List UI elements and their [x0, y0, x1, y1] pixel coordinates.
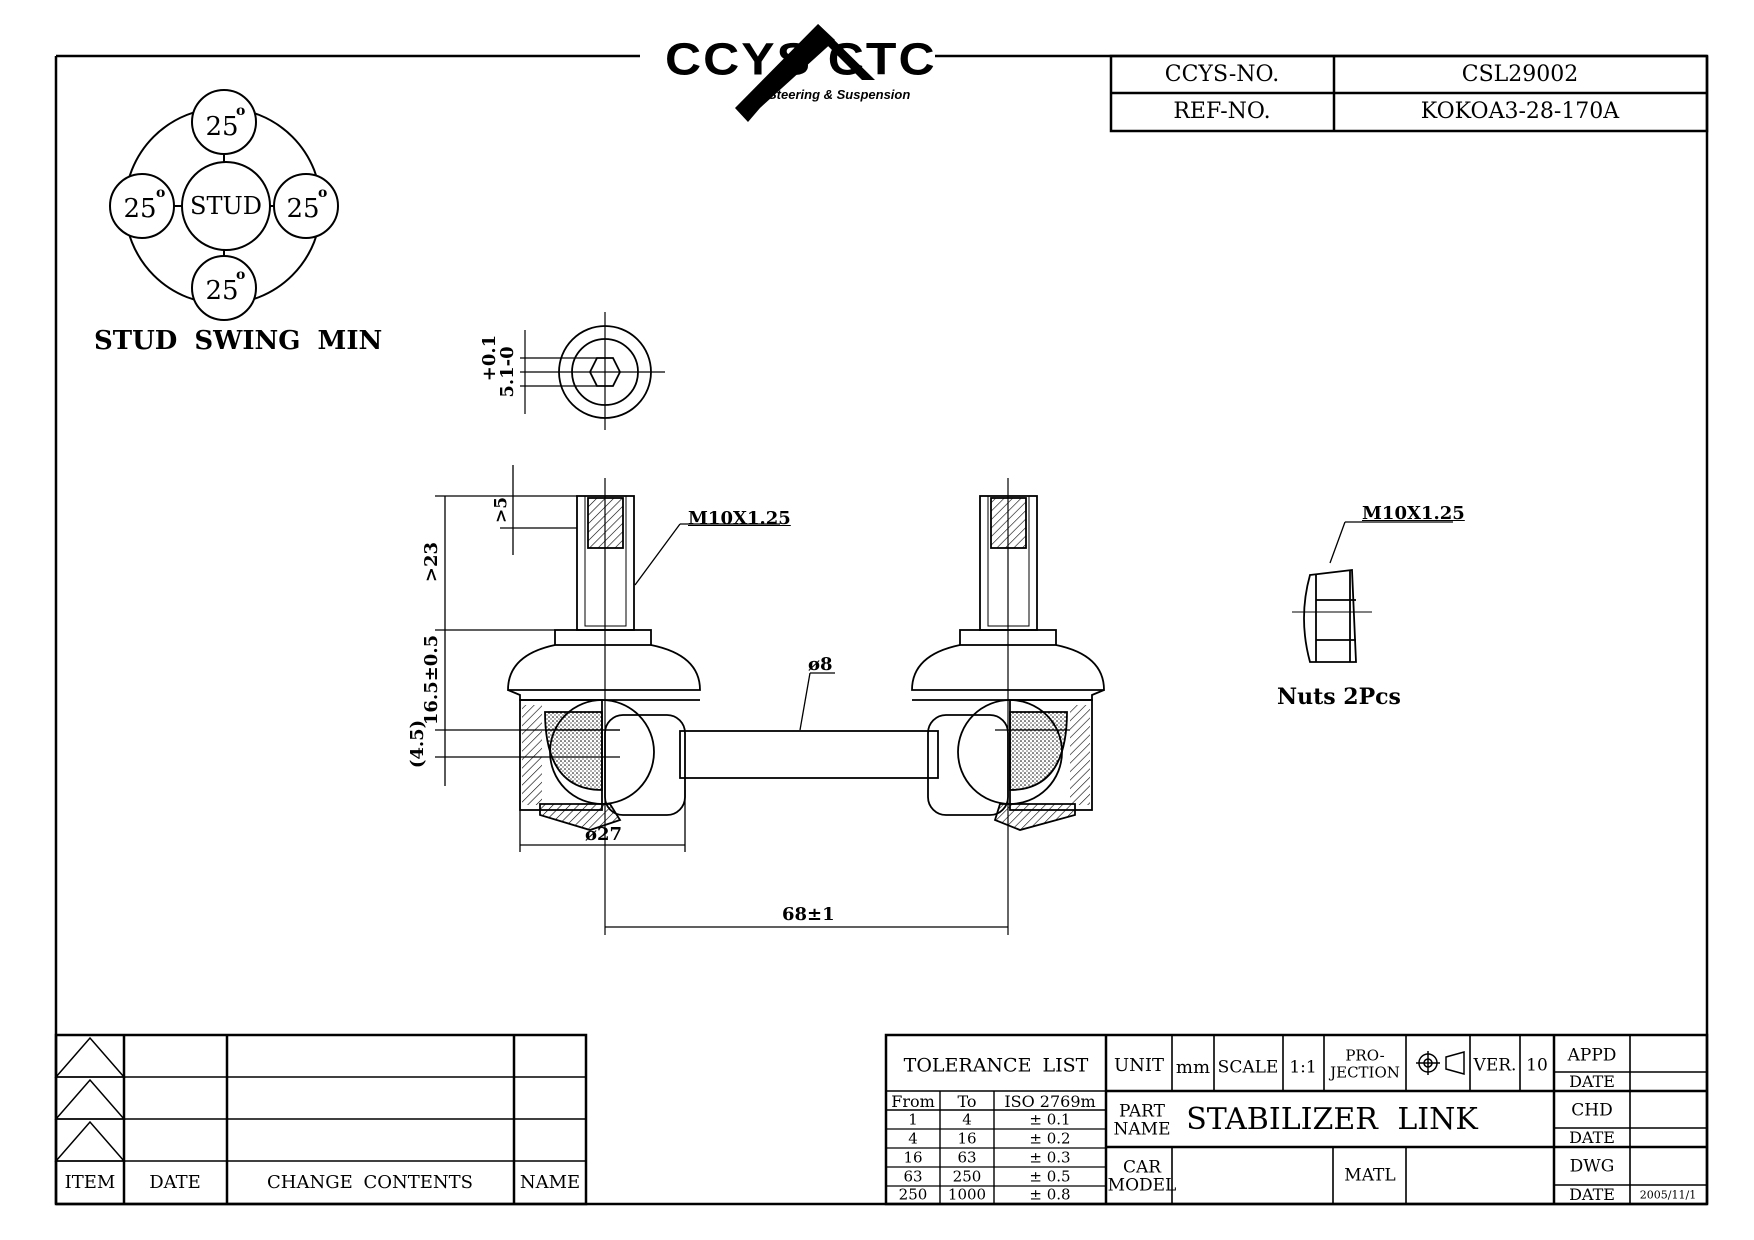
- tolerance-row-from: 63: [903, 1167, 923, 1186]
- tolerance-row-to: 250: [952, 1167, 982, 1186]
- chd-label: CHD: [1571, 1100, 1613, 1121]
- tolerance-row-iso: ± 0.5: [1029, 1167, 1071, 1186]
- ref-no-label: REF-NO.: [1173, 99, 1271, 124]
- tolerance-header-from: From: [891, 1092, 935, 1111]
- tolerance-title: TOLERANCE LIST: [903, 1054, 1089, 1077]
- dim-offset: (4.5): [407, 719, 428, 769]
- header-table: [1109, 54, 1709, 133]
- hex-size-label: 5.1-0: [497, 346, 518, 398]
- dwg-date-label: DATE: [1569, 1185, 1615, 1204]
- nuts-qty-label: Nuts 2Pcs: [1277, 684, 1401, 710]
- ver-value: 10: [1526, 1055, 1548, 1076]
- rev-header-contents: CHANGE CONTENTS: [267, 1172, 473, 1193]
- dim-gt23: >23: [421, 541, 442, 583]
- projection-symbol-icon: [1416, 1051, 1465, 1075]
- chd-date-label: DATE: [1569, 1128, 1615, 1147]
- stud-thread-label: M10X1.25: [688, 508, 791, 529]
- logo-brand: CCYS CTC: [665, 33, 937, 85]
- tolerance-row-from: 4: [908, 1129, 918, 1148]
- dim-gt5: >5: [491, 496, 512, 524]
- tolerance-row-iso: ± 0.8: [1029, 1185, 1071, 1204]
- ccys-no-value: CSL29002: [1461, 62, 1579, 87]
- appd-label: APPD: [1567, 1045, 1617, 1066]
- projection-label-2: JECTION: [1330, 1063, 1400, 1082]
- tolerance-row-to: 63: [957, 1148, 977, 1167]
- degree-mark-left: o: [156, 185, 166, 201]
- ccys-no-label: CCYS-NO.: [1164, 62, 1280, 87]
- degree-mark-top: o: [236, 103, 246, 119]
- tolerance-row-iso: ± 0.2: [1029, 1129, 1071, 1148]
- title-block-grid: [884, 1033, 1709, 1206]
- swing-angle-bottom: 25: [205, 276, 239, 306]
- stabilizer-link-drawing: [507, 478, 1105, 935]
- scale-value: 1:1: [1289, 1057, 1317, 1078]
- tolerance-row-from: 250: [898, 1185, 928, 1204]
- stud-swing-diagram: [109, 89, 339, 321]
- revision-table-grid: [54, 1033, 588, 1206]
- ball-diameter-label: ø27: [585, 824, 623, 845]
- logo-tagline: Steering & Suspension: [768, 87, 911, 102]
- rod-diameter-label: ø8: [808, 654, 833, 675]
- tolerance-row-from: 16: [903, 1148, 923, 1167]
- unit-label: UNIT: [1113, 1055, 1165, 1076]
- nut-thread-label: M10X1.25: [1362, 503, 1465, 524]
- appd-date-label: DATE: [1569, 1072, 1615, 1091]
- tolerance-row-iso: ± 0.3: [1029, 1148, 1071, 1167]
- matl-label: MATL: [1344, 1165, 1396, 1186]
- ref-no-value: KOKOA3-28-170A: [1420, 99, 1620, 124]
- degree-mark-right: o: [318, 185, 328, 201]
- rev-header-item: ITEM: [64, 1172, 116, 1193]
- part-name-label-2: NAME: [1113, 1119, 1171, 1140]
- car-model-label-1: CAR: [1122, 1157, 1162, 1178]
- tolerance-header-iso: ISO 2769m: [1004, 1092, 1096, 1111]
- tolerance-row-to: 4: [962, 1110, 972, 1129]
- stud-top-view: [520, 312, 665, 430]
- tolerance-header-to: To: [957, 1092, 977, 1111]
- tolerance-row-from: 1: [908, 1110, 918, 1129]
- dimension-lines: [435, 465, 1453, 928]
- rev-header-name: NAME: [519, 1172, 581, 1193]
- part-name-label-1: PART: [1119, 1101, 1165, 1122]
- dwg-date-value: 2005/11/1: [1639, 1188, 1697, 1202]
- tolerance-row-to: 1000: [947, 1185, 987, 1204]
- swing-angle-top: 25: [205, 112, 239, 142]
- part-name-value: STABILIZER LINK: [1186, 1102, 1478, 1137]
- dim-height: 16.5±0.5: [421, 634, 442, 726]
- car-model-label-2: MODEL: [1107, 1175, 1177, 1196]
- stud-swing-caption: STUD SWING MIN: [94, 326, 383, 356]
- unit-value: mm: [1175, 1057, 1211, 1078]
- stud-label: STUD: [190, 192, 262, 220]
- nut-drawing: [1292, 568, 1372, 663]
- degree-mark-bottom: o: [236, 267, 246, 283]
- swing-angle-left: 25: [123, 194, 157, 224]
- tolerance-row-iso: ± 0.1: [1029, 1110, 1071, 1129]
- swing-angle-right: 25: [286, 194, 320, 224]
- ver-label: VER.: [1473, 1055, 1517, 1076]
- center-distance-label: 68±1: [782, 904, 835, 925]
- dwg-label: DWG: [1569, 1156, 1615, 1177]
- tolerance-row-to: 16: [957, 1129, 977, 1148]
- rev-header-date: DATE: [149, 1172, 201, 1193]
- projection-label-1: PRO-: [1345, 1046, 1385, 1065]
- logo-mark: [735, 24, 875, 122]
- scale-label: SCALE: [1217, 1057, 1279, 1078]
